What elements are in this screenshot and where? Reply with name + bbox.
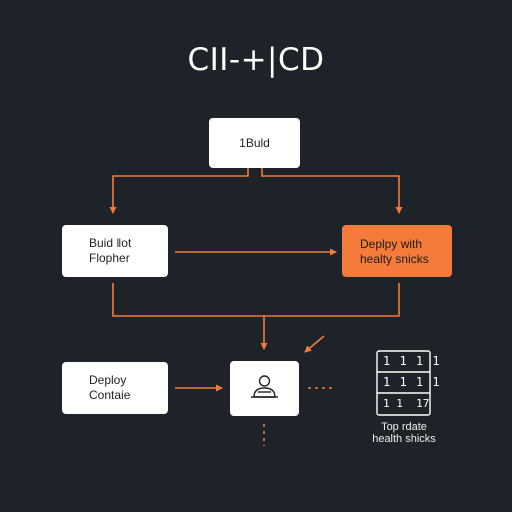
connector-merge-right	[264, 283, 400, 317]
deploy-healthy-label-line1: Deplpy with	[360, 237, 423, 251]
connector-diagonal	[304, 335, 325, 353]
server-rack-icon	[376, 350, 431, 416]
server-row-label-3: 1 1 17	[383, 397, 430, 410]
build-hopper-label-line2: Flopher	[89, 251, 130, 265]
deploy-healthy-node[interactable]: Deplpy with healty snicks	[342, 225, 452, 277]
server-caption-line1: Top rdate	[381, 421, 427, 433]
person-icon	[251, 375, 278, 398]
deploy-contaie-label-line2: Contaie	[89, 388, 131, 402]
build-hopper-node[interactable]: Buid ‖ot Flopher	[62, 225, 168, 277]
server-row-label-1: 1 1 1 1	[383, 354, 441, 368]
diagram-title: CII-+|CD	[187, 42, 325, 78]
connector-build-to-deploy-healthy	[261, 168, 403, 214]
deploy-contaie-label-line1: Deploy	[89, 373, 127, 387]
build-hopper-label-line1: Buid ‖ot	[89, 236, 132, 250]
build-node[interactable]: 1Buld	[209, 118, 300, 168]
connector-merge-left	[112, 283, 264, 317]
server-caption: Top rdate health shicks	[356, 421, 452, 445]
deploy-contaie-node[interactable]: Deploy Contaie	[62, 362, 168, 414]
server-row-label-2: 1 1 1 1	[383, 375, 441, 389]
build-node-label: 1Buld	[239, 135, 270, 150]
server-caption-line2: health shicks	[372, 433, 436, 445]
connector-build-to-hopper	[109, 168, 249, 214]
deploy-healthy-label-line2: healty snicks	[360, 252, 429, 266]
center-node[interactable]	[230, 361, 299, 416]
